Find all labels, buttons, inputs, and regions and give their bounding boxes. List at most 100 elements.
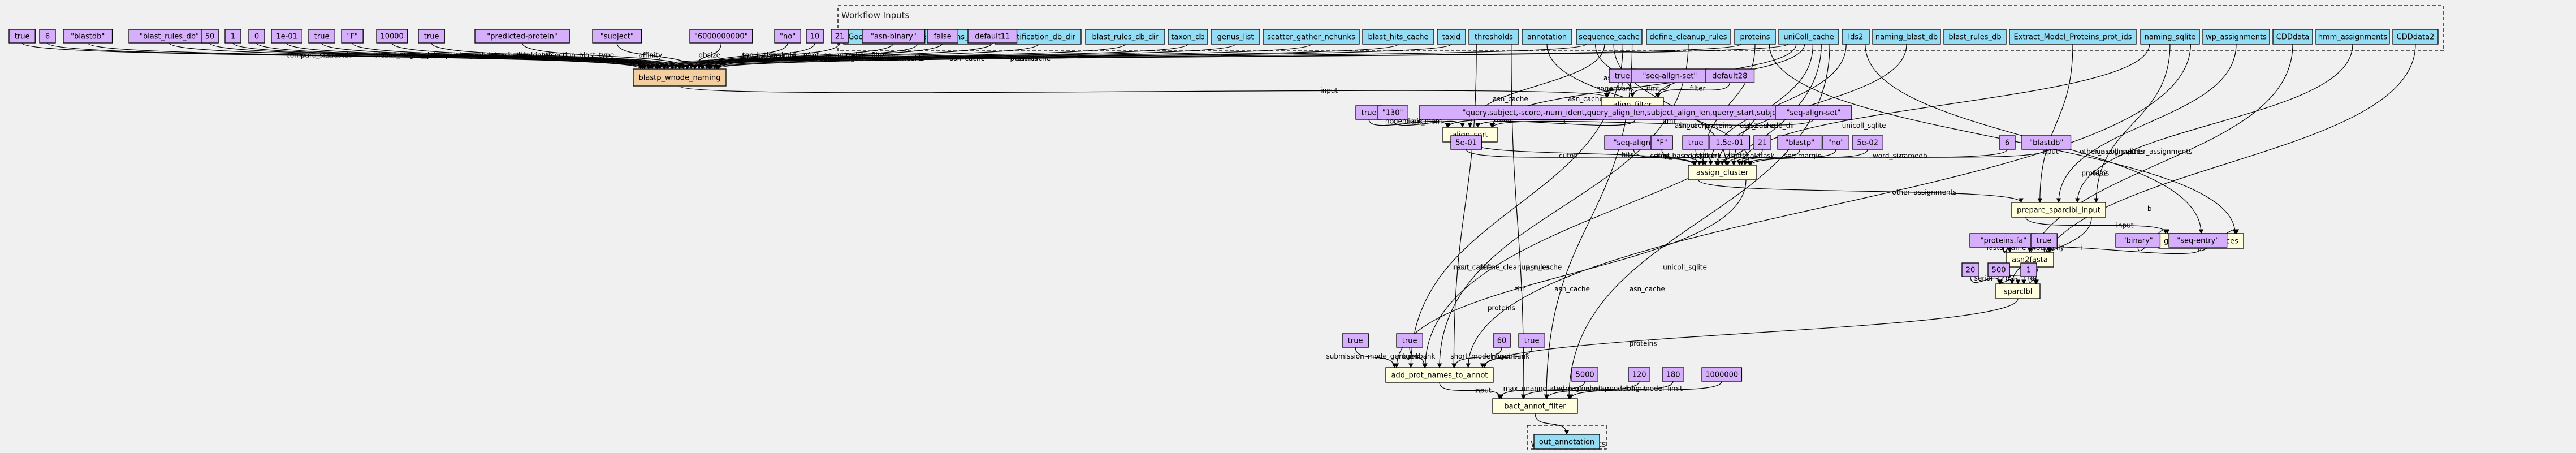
default-blastp-wnode-naming-19-false: false bbox=[927, 29, 958, 44]
default-label: false bbox=[934, 33, 952, 41]
edge-label-assign-cluster-2: comp_based_stats bbox=[1650, 152, 1713, 159]
edge-label-main-47-sequence-cache-to-bact-annot-filter: asn_cache bbox=[1554, 285, 1590, 293]
output-out-annotation: out_annotation bbox=[1533, 434, 1600, 450]
input-box bbox=[1263, 29, 1360, 45]
step-sparclbl: sparclbl bbox=[1995, 283, 2041, 299]
input-box bbox=[1468, 29, 1519, 45]
default-label: "seq-align-set" bbox=[1643, 72, 1697, 81]
input-label: blast_rules_db_dir bbox=[1092, 33, 1159, 42]
edge-align-filter-1 bbox=[1630, 82, 1671, 98]
input-box bbox=[1437, 29, 1466, 45]
edge-label-main-15-sequence-cache-to-align-sort: asn_cache bbox=[1493, 95, 1528, 103]
default-bact-annot-filter-2-180: 180 bbox=[1662, 367, 1684, 382]
edge-bact-annot-filter-0 bbox=[1497, 381, 1585, 399]
input-box bbox=[1943, 29, 2007, 45]
default-label: 0 bbox=[254, 33, 259, 41]
default-blastp-wnode-naming-16-10: 10 bbox=[806, 29, 824, 44]
step-label: asn2fasta bbox=[2012, 256, 2048, 265]
edge-label-assign-cluster-6: task bbox=[1760, 152, 1774, 159]
default-label: 5000 bbox=[1576, 371, 1594, 379]
input-box bbox=[1734, 29, 1776, 45]
default-sparclbl-1-500: 500 bbox=[1987, 262, 2010, 277]
output-label: out_annotation bbox=[1539, 438, 1594, 447]
edge-label-blastp-wnode-naming-3: blastdb bbox=[374, 51, 400, 59]
input-label: wp_assignments bbox=[2206, 33, 2267, 42]
edge-label-blastp-wnode-naming-16: top_by_score bbox=[742, 51, 787, 59]
default-gp-fetch-sequences-1-seq-entry: "seq-entry" bbox=[2168, 233, 2228, 248]
default-label: "asn-binary" bbox=[871, 33, 917, 41]
edge-label-main-25-assign-cluster-to-prepare-sparclbl-input: other_assignments bbox=[1892, 188, 1956, 196]
default-label: "seq-align" bbox=[1614, 139, 1654, 148]
edge-bact-annot-filter-2 bbox=[1544, 381, 1674, 399]
edge-assign-cluster-2 bbox=[1661, 149, 1708, 166]
edge-label-main-1-blast-rules-db-dir-to-blastp-wnode-naming: blastdb_dir bbox=[773, 54, 811, 62]
edge-label-main-22-unicoll-cache-to-assign-cluster: asn_cache bbox=[1740, 122, 1775, 130]
step-prepare-sparclbl-input: prepare_sparclbl_input bbox=[2011, 202, 2106, 218]
default-label: 60 bbox=[1497, 337, 1507, 346]
edge-label-blastp-wnode-naming-17: threshold bbox=[764, 51, 796, 59]
default-box bbox=[8, 29, 36, 44]
default-label: "predicted-protein" bbox=[487, 33, 557, 41]
default-box bbox=[1682, 135, 1709, 150]
default-assign-cluster-8-5e-02: 5e-02 bbox=[1852, 135, 1883, 150]
input-blast-rules-db-dir: blast_rules_db_dir bbox=[1085, 29, 1165, 45]
default-add-prot-names-to-annot-3-true: true bbox=[1518, 333, 1545, 348]
default-label: "binary" bbox=[2123, 237, 2153, 245]
default-box bbox=[128, 29, 210, 44]
edge-main-10-proteins-to-blastp-wnode-naming bbox=[714, 44, 1741, 70]
default-box bbox=[2021, 135, 2072, 150]
edge-blastp-wnode-naming-6 bbox=[256, 42, 667, 70]
step-blastp-wnode-naming: blastp_wnode_naming bbox=[633, 68, 727, 87]
edge-label-main-18-proteins-to-assign-cluster: proteins bbox=[1705, 122, 1732, 130]
default-assign-cluster-6-blastp: "blastp" bbox=[1777, 135, 1823, 150]
edge-main-1-blast-rules-db-dir-to-blastp-wnode-naming bbox=[647, 44, 1126, 70]
edge-label-align-filter-2: filter bbox=[1690, 84, 1706, 92]
default-box bbox=[2020, 262, 2037, 277]
default-blastp-wnode-naming-5-1: 1 bbox=[224, 29, 241, 44]
default-box bbox=[1999, 135, 2016, 150]
input-box bbox=[2272, 29, 2313, 45]
default-label: true bbox=[424, 33, 439, 41]
input-taxid: taxid bbox=[1437, 29, 1466, 45]
default-assign-cluster-5-21: 21 bbox=[1753, 135, 1771, 150]
default-box bbox=[1753, 135, 1771, 150]
edge-label-main-37-cdddata2-to-sparclbl: b bbox=[2147, 205, 2152, 213]
input-define-cleanup-rules: define_cleanup_rules bbox=[1646, 29, 1731, 45]
default-align-filter-2-default28: default28 bbox=[1705, 68, 1755, 83]
step-label: blastp_wnode_naming bbox=[639, 74, 721, 83]
default-label: 1000000 bbox=[1705, 371, 1738, 379]
default-label: 50 bbox=[205, 33, 215, 41]
default-asn2fasta-0-proteins-fa: "proteins.fa" bbox=[1969, 233, 2038, 248]
default-blastp-wnode-naming-9-f: "F" bbox=[341, 29, 364, 44]
default-box bbox=[1450, 135, 1482, 150]
default-label: "6000000000" bbox=[694, 33, 748, 41]
output-box bbox=[1533, 434, 1600, 450]
edge-label-bact-annot-filter-1: max_overlap bbox=[1565, 385, 1609, 392]
edge-main-7-good-antifam-filtered-proteins-gilist-to-blastp-wnode-naming bbox=[692, 44, 918, 70]
default-label: "no" bbox=[780, 33, 796, 41]
input-label: taxon_db bbox=[1171, 33, 1205, 42]
input-label: sequence_cache bbox=[1579, 33, 1640, 42]
default-label: default11 bbox=[975, 33, 1010, 41]
edge-bact-annot-filter-3 bbox=[1568, 381, 1722, 399]
default-label: "F" bbox=[1656, 139, 1667, 148]
edge-label-main-3-genus-list-to-blastp-wnode-naming: genus_list bbox=[819, 54, 853, 62]
edge-label-assign-cluster-10: namedb bbox=[1899, 152, 1927, 159]
default-blastp-wnode-naming-14-6000000000: "6000000000" bbox=[689, 29, 753, 44]
edge-label-main-19-lds2-to-assign-cluster: lds2 bbox=[1744, 122, 1758, 130]
edge-label-blastp-wnode-naming-11: allow_intersection bbox=[515, 51, 576, 59]
edge-label-sparclbl-1: b bbox=[2006, 274, 2010, 282]
default-box bbox=[201, 29, 219, 44]
edge-label-blastp-wnode-naming-19: no_merge bbox=[823, 51, 857, 59]
default-label: "blastdb" bbox=[2029, 139, 2063, 148]
input-box bbox=[1211, 29, 1260, 45]
edge-label-assign-cluster-7: seg bbox=[1784, 152, 1796, 159]
default-box bbox=[1628, 367, 1650, 382]
edge-assign-cluster-10 bbox=[1748, 149, 2047, 166]
input-box bbox=[2009, 29, 2137, 45]
input-blast-rules-db: blast_rules_db bbox=[1943, 29, 2007, 45]
edge-label-main-21-sequence-cache-to-assign-cluster: asn_cache bbox=[1675, 122, 1710, 130]
input-label: blast_hits_cache bbox=[1368, 33, 1429, 42]
default-label: "blast_rules_db" bbox=[140, 33, 199, 41]
